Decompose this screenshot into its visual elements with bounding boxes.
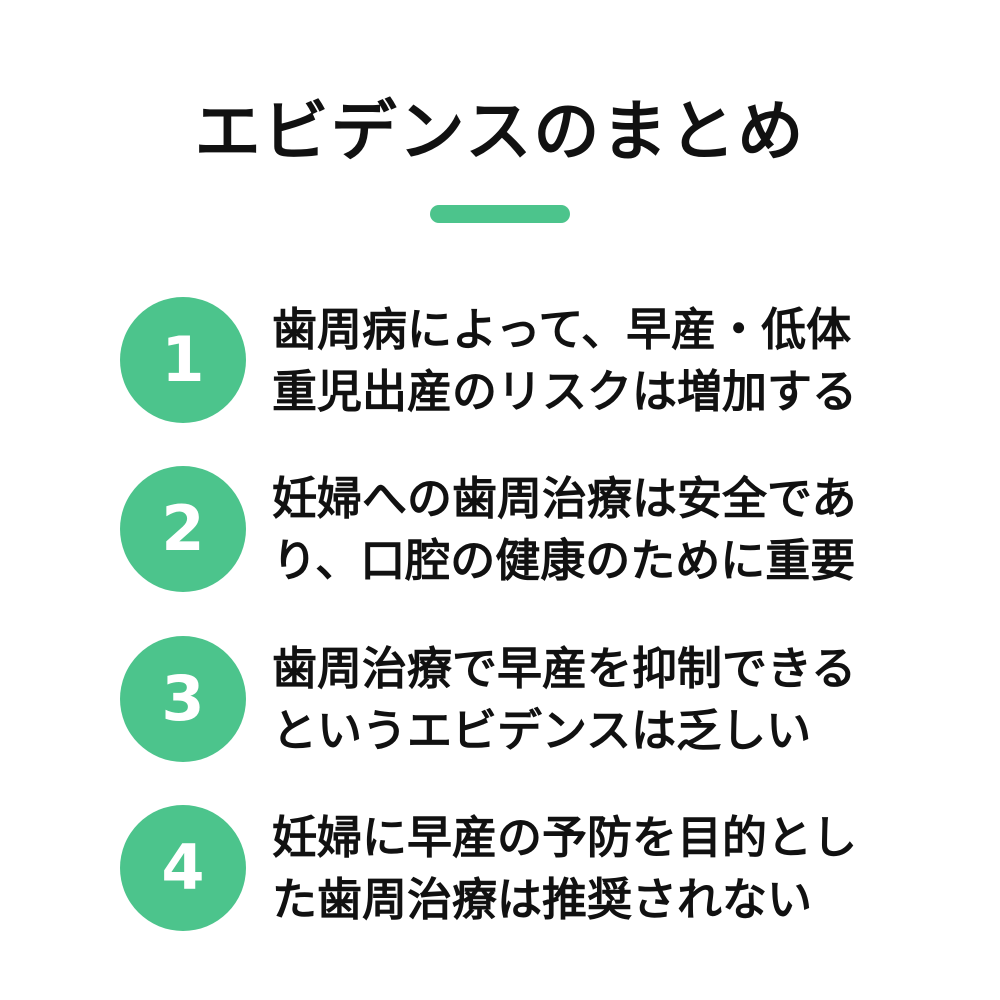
item-text-line: り、口腔の健康のために重要: [272, 534, 856, 587]
item-number-badge: 1: [120, 297, 246, 423]
page-title: エビデンスのまとめ: [194, 93, 806, 170]
item-text-line: 妊婦に早産の予防を目的とし: [272, 811, 858, 864]
summary-item-1: 1 歯周病によって、早産・低体 重児出産のリスクは増加する: [120, 297, 920, 427]
summary-item-4: 4 妊婦に早産の予防を目的とし た歯周治療は推奨されない: [120, 805, 920, 935]
item-text: 妊婦に早産の予防を目的とし た歯周治療は推奨されない: [272, 807, 912, 931]
item-text-line: た歯周治療は推奨されない: [272, 873, 813, 926]
item-text-line: 歯周治療で早産を抑制できる: [272, 642, 857, 695]
item-text-line: 重児出産のリスクは増加する: [272, 365, 858, 418]
item-text-line: 歯周病によって、早産・低体: [272, 303, 852, 356]
item-text: 歯周治療で早産を抑制できる というエビデンスは乏しい: [272, 638, 912, 762]
item-number-badge: 2: [120, 466, 246, 592]
item-number-badge: 3: [120, 636, 246, 762]
item-text: 妊婦への歯周治療は安全であ り、口腔の健康のために重要: [272, 468, 912, 592]
title-underline: [430, 205, 570, 223]
item-text-line: 妊婦への歯周治療は安全であ: [272, 472, 857, 525]
item-text: 歯周病によって、早産・低体 重児出産のリスクは増加する: [272, 299, 912, 423]
summary-item-2: 2 妊婦への歯周治療は安全であ り、口腔の健康のために重要: [120, 466, 920, 596]
item-number-badge: 4: [120, 805, 246, 931]
summary-item-3: 3 歯周治療で早産を抑制できる というエビデンスは乏しい: [120, 636, 920, 766]
item-text-line: というエビデンスは乏しい: [272, 704, 812, 757]
